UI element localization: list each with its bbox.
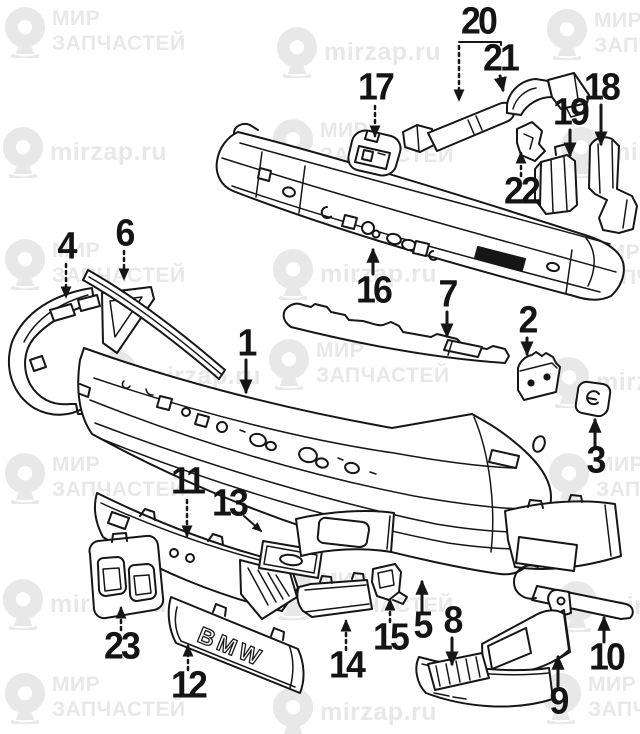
- part-label-3: 3: [586, 439, 606, 482]
- map-pin-brand-icon: [546, 9, 588, 60]
- part-10-support-strip: [513, 564, 634, 620]
- map-pin-brand-icon: [268, 339, 310, 390]
- watermark: mirzap.ru: [272, 686, 437, 734]
- arrow-20-bracket: [458, 41, 502, 46]
- watermark-url-text: mirzap.ru: [320, 259, 438, 288]
- part-label-1: 1: [237, 322, 257, 365]
- part-label-18: 18: [583, 66, 621, 109]
- part-3-retaining-clip: [574, 380, 612, 418]
- part-label-15: 15: [372, 616, 410, 659]
- part-label-13: 13: [211, 482, 249, 525]
- part-8-front-spoiler: [415, 652, 554, 708]
- part-14-tray-bracket: [296, 572, 373, 618]
- part-15-corner-bracket: [371, 563, 408, 605]
- arrow-21: [493, 74, 507, 93]
- part-label-12: 12: [170, 664, 208, 707]
- watermark-url-text: mirzap.ru: [320, 697, 438, 726]
- part-21-clamp-bracket: [506, 72, 590, 118]
- watermark-url-text: mirzap.ru: [324, 37, 442, 66]
- part-label-9: 9: [549, 680, 569, 723]
- part-label-22: 22: [503, 170, 541, 213]
- lower-valance-right: [504, 494, 622, 572]
- part-16-impact-bar: [215, 123, 625, 301]
- part-label-19: 19: [552, 91, 590, 134]
- watermark: mirzap.ru: [272, 248, 437, 300]
- part-label-21: 21: [482, 37, 520, 80]
- map-pin-brand-icon: [272, 687, 314, 734]
- part-label-14: 14: [328, 644, 366, 687]
- part-label-10: 10: [588, 636, 626, 679]
- watermark: mirzap.ru: [2, 126, 167, 178]
- part-label-4: 4: [57, 225, 77, 268]
- part-label-8: 8: [443, 599, 463, 642]
- part-label-17: 17: [357, 66, 395, 109]
- part-6-trim-strip: [82, 269, 226, 380]
- arrow-13: [243, 515, 263, 532]
- map-pin-brand-icon: [4, 673, 46, 724]
- part-label-23: 23: [103, 625, 141, 668]
- map-pin-brand-icon: [276, 27, 318, 78]
- map-pin-brand-icon: [4, 7, 46, 58]
- part-12-license-plate-filler: BMW: [167, 596, 305, 694]
- fog-lamp-panel: [295, 510, 395, 557]
- part-label-7: 7: [438, 273, 458, 316]
- part-7-center-support: [282, 302, 510, 364]
- part-9-brake-air-duct: [481, 588, 572, 674]
- map-pin-brand-icon: [272, 249, 314, 300]
- watermark: mirzap.ru: [276, 26, 441, 78]
- part-20-shock-absorber: [402, 101, 516, 153]
- part-label-6: 6: [115, 212, 135, 255]
- part-18-side-bracket: [588, 136, 638, 234]
- part-label-16: 16: [355, 269, 393, 312]
- map-pin-brand-icon: [4, 239, 46, 290]
- part-label-5: 5: [413, 604, 433, 647]
- map-pin-brand-icon: [2, 127, 44, 178]
- part-label-11: 11: [170, 460, 206, 503]
- map-pin-brand-icon: [4, 453, 46, 504]
- part-23-socket-plate: [88, 532, 165, 620]
- part-4-corner-molding: [8, 287, 101, 416]
- part-label-20: 20: [460, 0, 498, 43]
- map-pin-brand-icon: [2, 579, 44, 630]
- watermark-url-text: mirzap.ru: [50, 137, 168, 166]
- part-label-2: 2: [518, 299, 538, 342]
- part-2-side-bracket: [517, 351, 561, 401]
- leader-arrows: [60, 41, 611, 688]
- part-17-grommet: [347, 129, 402, 177]
